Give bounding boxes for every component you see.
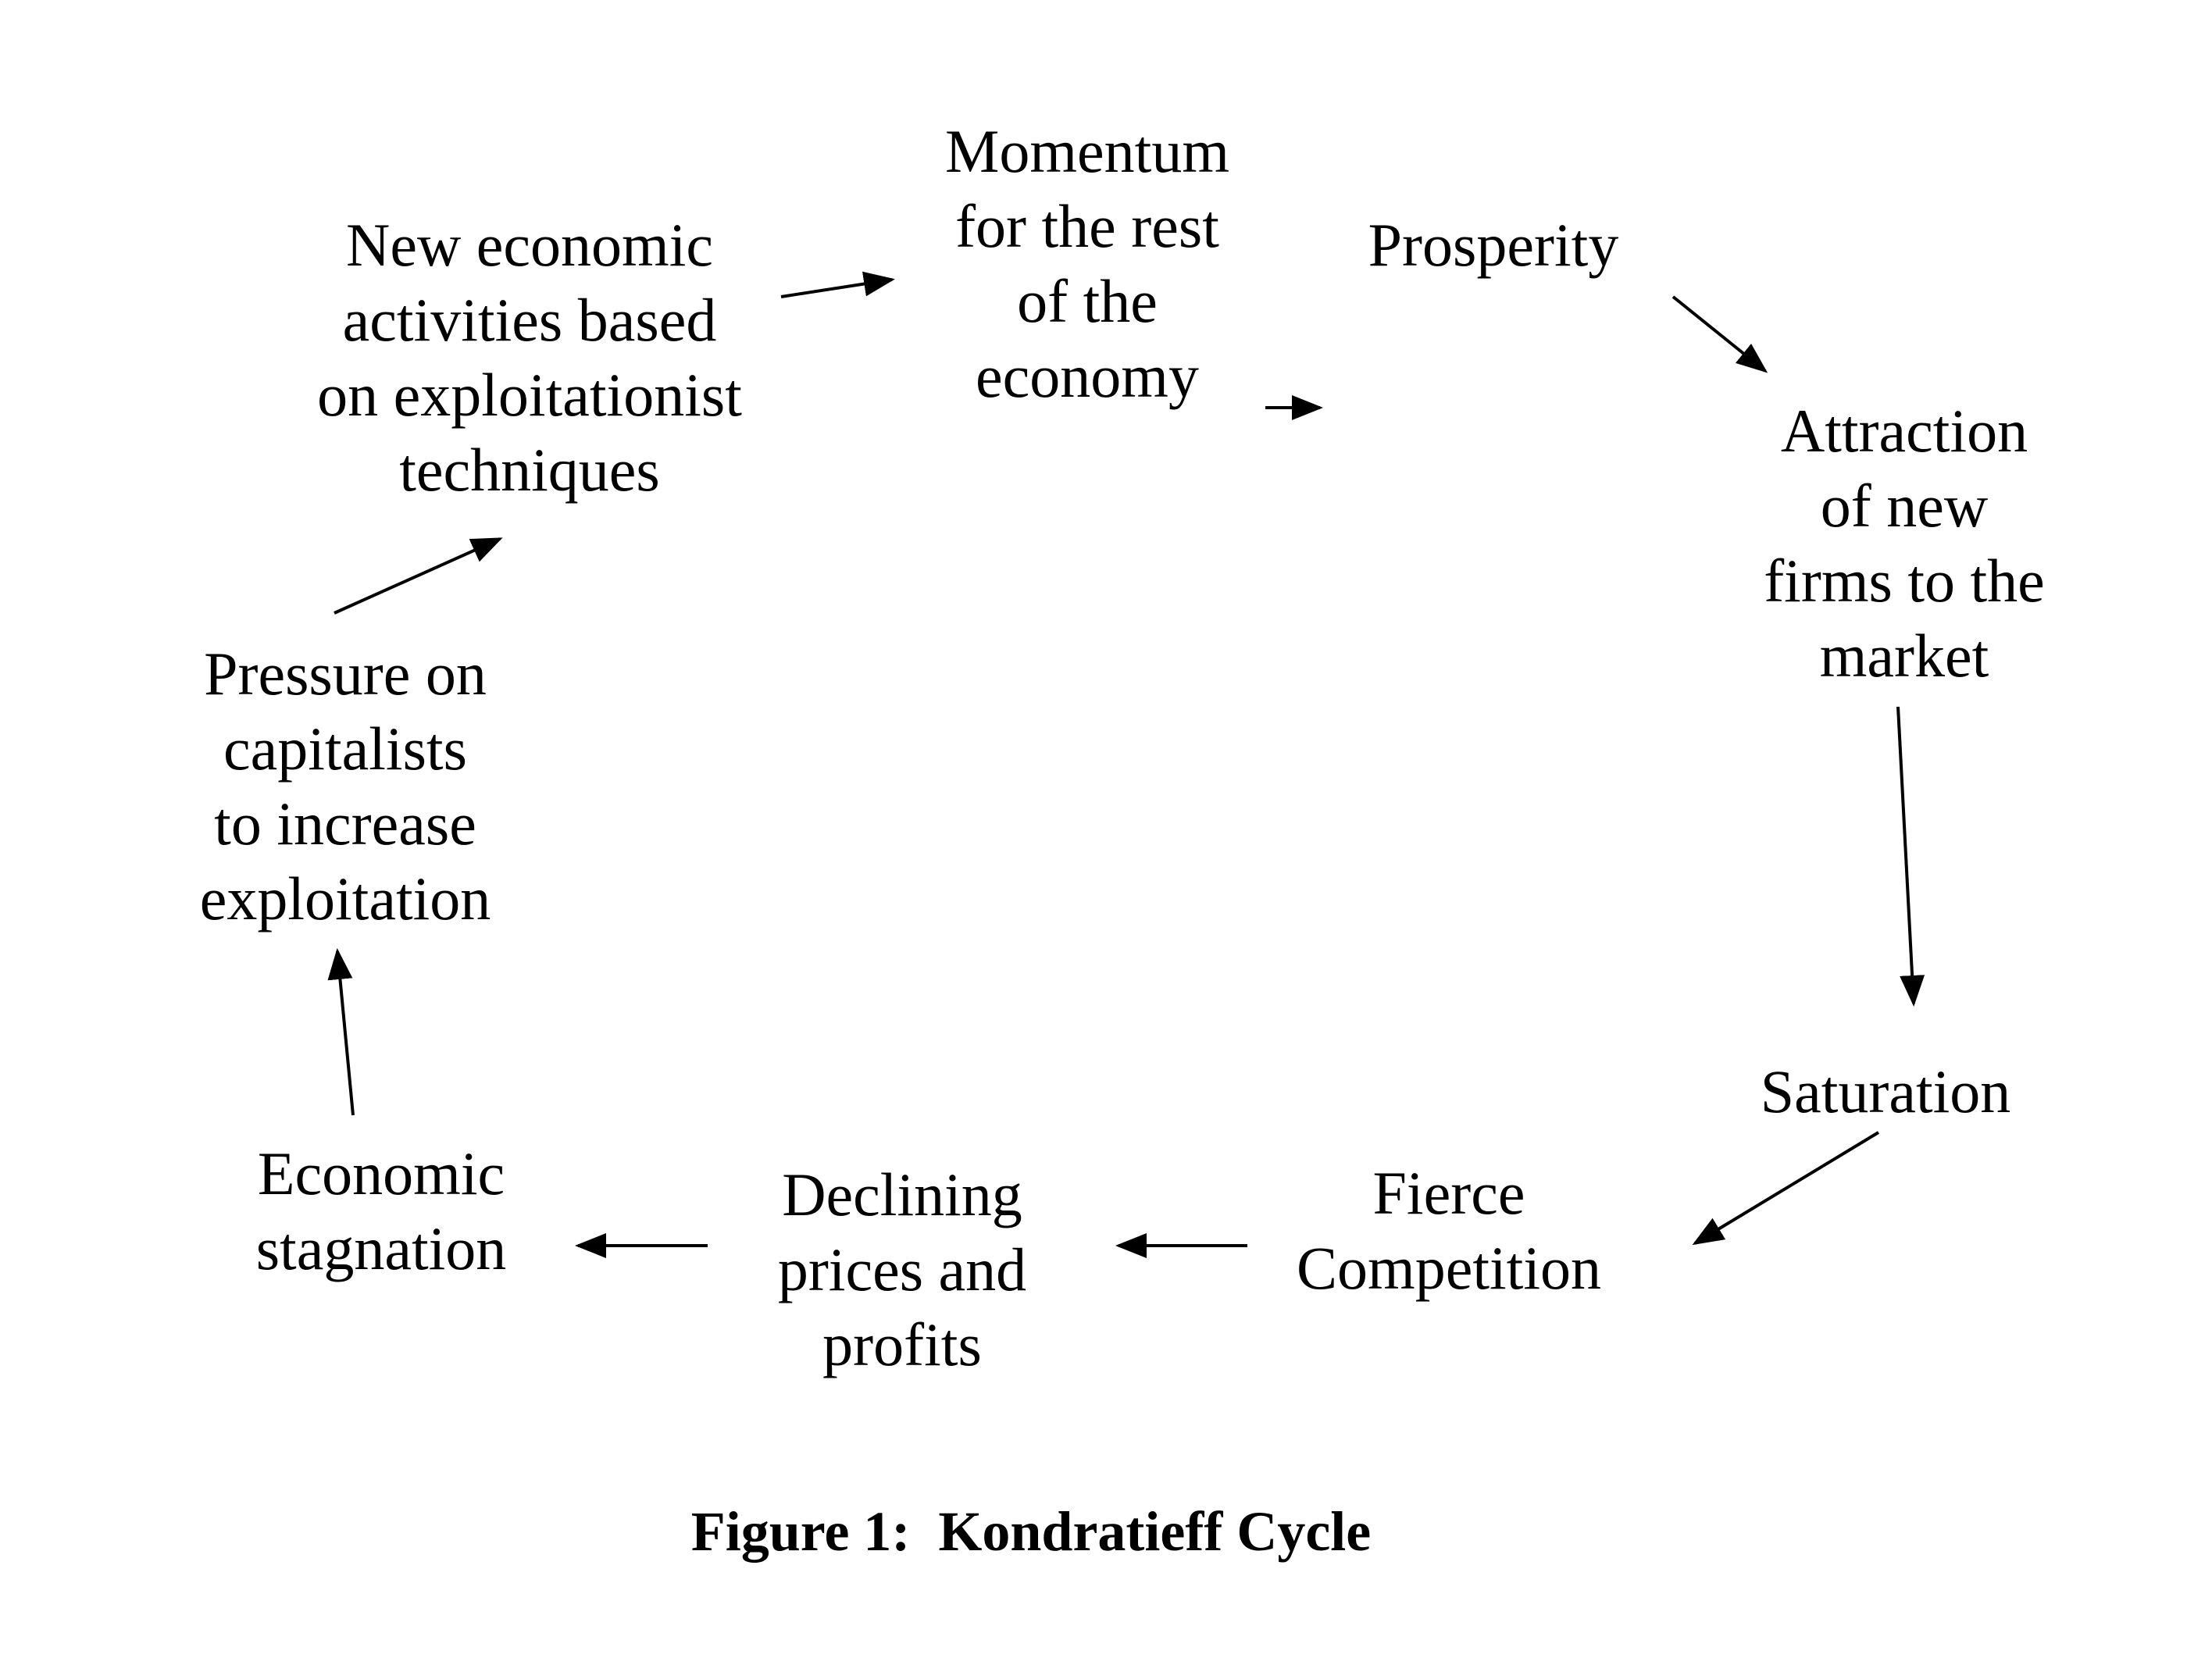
node-pressure-on-capitalists: Pressure on capitalists to increase expl… [199,640,491,932]
node-attraction-of-new-firms: Attraction of new firms to the market [1764,397,2045,690]
node-fierce-competition: Fierce Competition [1297,1159,1601,1302]
arrow-new-activities-to-momentum [780,271,895,298]
arrow-attraction-to-saturation [1896,706,1925,1007]
node-economic-stagnation: Economic stagnation [255,1139,507,1282]
node-declining-prices-and-profits: Declining prices and profits [777,1161,1027,1378]
node-prosperity: Prosperity [1368,211,1619,279]
node-momentum: Momentum for the rest of the economy [945,117,1229,410]
arrow-stagnation-to-pressure [327,948,355,1116]
arrow-saturation-to-fierce-competition [1692,1131,1880,1246]
arrow-prosperity-to-attraction [1671,295,1768,373]
arrow-pressure-to-new-activities [334,537,503,615]
node-new-economic-activities: New economic activities based on exploit… [317,211,742,504]
node-saturation: Saturation [1760,1057,2011,1125]
figure-caption: Figure 1: Kondratieff Cycle [690,1500,1372,1563]
